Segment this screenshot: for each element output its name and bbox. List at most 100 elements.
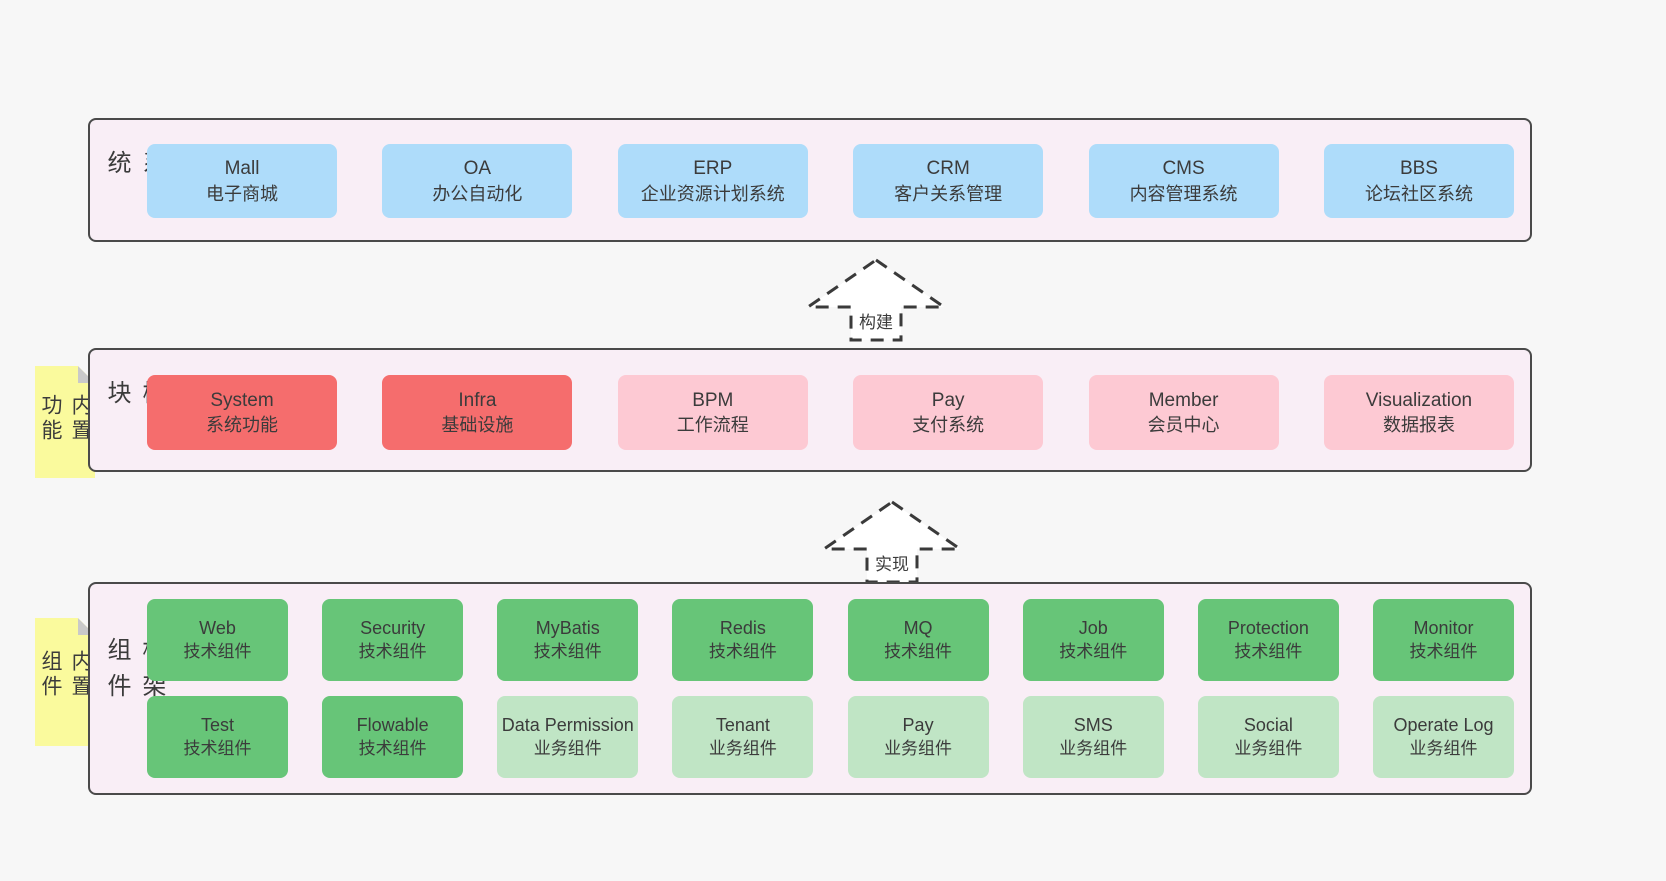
box-subtitle: 客户关系管理: [894, 183, 1003, 204]
box-subtitle: 业务组件: [1409, 738, 1478, 758]
box-title: CRM: [926, 158, 970, 180]
box-title: Member: [1148, 389, 1219, 411]
box-subtitle: 支付系统: [912, 415, 985, 436]
box-title: Infra: [458, 389, 497, 411]
box-subtitle: 技术组件: [884, 641, 953, 661]
box-member: Member 会员中心: [1088, 375, 1279, 450]
box-title: BBS: [1399, 158, 1438, 180]
panel-business-systems: 业务系统 Mall电子商城OA办公自动化ERP企业资源计划系统CRM客户关系管理…: [88, 118, 1532, 242]
box-title: Protection: [1227, 618, 1309, 639]
box-subtitle: 技术组件: [533, 641, 602, 661]
tab-built-in-features-label: 内置功能: [39, 394, 92, 444]
box-title: MQ: [903, 618, 933, 639]
box-title: Operate Log: [1393, 715, 1494, 736]
tab-built-in-components-label: 内置组件: [39, 650, 92, 700]
box-bpm: BPM 工作流程: [617, 375, 808, 450]
box-subtitle: 技术组件: [1234, 641, 1303, 661]
box-title: SMS: [1073, 715, 1113, 736]
box-title: Data Permission: [501, 715, 634, 736]
box-erp: ERP 企业资源计划系统: [617, 144, 808, 218]
box-pay: Pay 支付系统: [853, 375, 1044, 450]
box-title: System: [210, 389, 274, 411]
modules-box-row: System 系统功能 Infra 基础设施 BPM 工作流程 Pay 支付系统 Member 会…: [90, 375, 1530, 450]
box-subtitle: 技术组件: [358, 641, 427, 661]
box-subtitle: 技术组件: [1409, 641, 1478, 661]
box-title: Security: [360, 618, 426, 639]
box-subtitle: 技术组件: [708, 641, 777, 661]
box-title: Redis: [719, 618, 766, 639]
box-title: Pay: [902, 715, 934, 736]
box-crm: CRM 客户关系管理: [853, 144, 1044, 218]
box-title: Social: [1243, 715, 1293, 736]
panel-common-modules: 通用模块 System系统功能Infra基础设施BPM工作流程Pay支付系统Me…: [88, 348, 1532, 472]
box-subtitle: 基础设施: [441, 415, 514, 436]
arrow-build-label: 构建: [857, 308, 895, 333]
box-title: Monitor: [1413, 618, 1474, 639]
tab-built-in-features: 内置功能: [35, 366, 95, 478]
box-title: ERP: [693, 158, 733, 180]
box-subtitle: 技术组件: [358, 738, 427, 758]
box-subtitle: 内容管理系统: [1129, 183, 1238, 204]
box-subtitle: 论坛社区系统: [1364, 183, 1473, 204]
box-subtitle: 业务组件: [533, 738, 602, 758]
box-subtitle: 电子商城: [206, 183, 278, 204]
box-bbs: BBS 论坛社区系统: [1323, 144, 1514, 218]
box-title: CMS: [1162, 158, 1205, 180]
box-title: BPM: [692, 389, 734, 411]
box-subtitle: 会员中心: [1147, 415, 1220, 436]
box-title: OA: [463, 158, 492, 180]
box-subtitle: 工作流程: [676, 415, 749, 436]
box-subtitle: 系统功能: [206, 415, 278, 436]
arrow-build: 构建: [806, 258, 946, 342]
box-subtitle: 企业资源计划系统: [640, 183, 785, 204]
box-subtitle: 业务组件: [1059, 738, 1128, 758]
box-subtitle: 技术组件: [1059, 641, 1128, 661]
box-title: Visualization: [1365, 389, 1473, 411]
box-visualization: Visualization 数据报表: [1323, 375, 1514, 450]
box-title: Flowable: [356, 715, 429, 736]
box-title: Mall: [224, 158, 260, 180]
box-title: Pay: [931, 389, 965, 411]
box-cms: CMS 内容管理系统: [1088, 144, 1279, 218]
box-title: MyBatis: [535, 618, 600, 639]
box-infra: Infra 基础设施: [382, 375, 573, 450]
box-subtitle: 数据报表: [1382, 415, 1455, 436]
box-subtitle: 技术组件: [183, 641, 252, 661]
box-mall: Mall 电子商城: [147, 144, 337, 218]
up-arrow-outline-icon: [806, 258, 946, 342]
box-subtitle: 技术组件: [183, 738, 252, 758]
arrow-implement: 实现: [822, 500, 962, 584]
box-title: Web: [199, 618, 236, 639]
tab-built-in-components: 内置组件: [35, 618, 95, 746]
box-title: Job: [1078, 618, 1108, 639]
box-title: Test: [200, 715, 234, 736]
panel-framework-components: 框架组件 Web技术组件Security技术组件MyBatis技术组件Redis…: [88, 582, 1532, 795]
box-title: Tenant: [715, 715, 770, 736]
box-subtitle: 业务组件: [708, 738, 777, 758]
box-subtitle: 业务组件: [884, 738, 953, 758]
arrow-implement-label: 实现: [873, 550, 911, 575]
box-subtitle: 业务组件: [1234, 738, 1303, 758]
